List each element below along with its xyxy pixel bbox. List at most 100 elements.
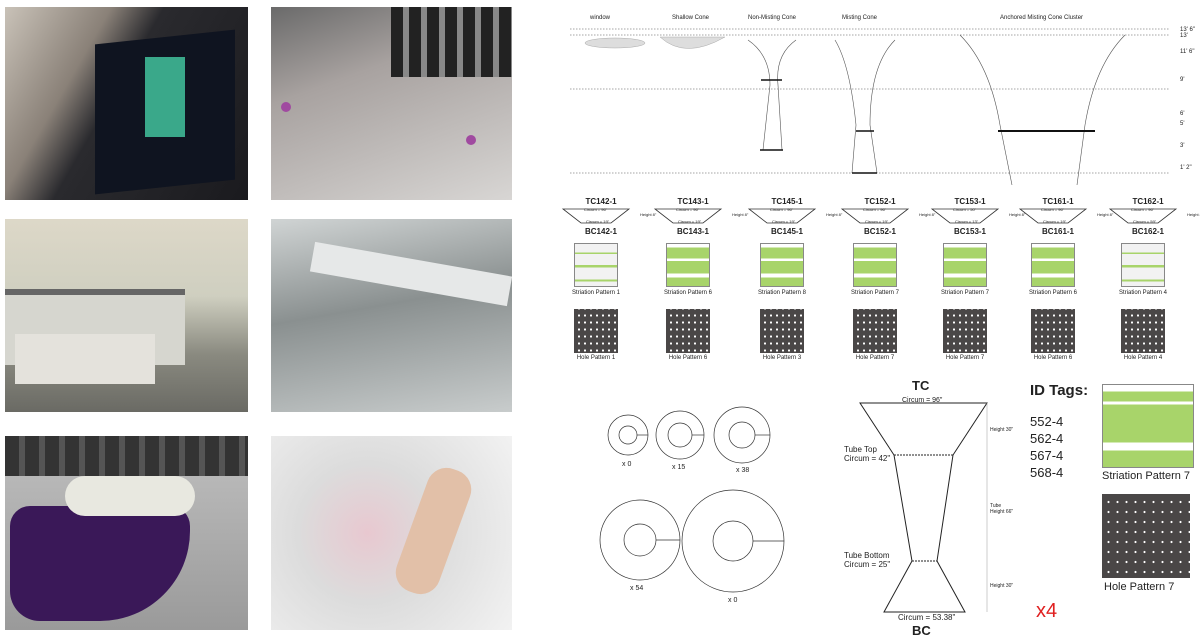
level-label: 1' 2" (1180, 165, 1192, 171)
level-label: 13' (1180, 33, 1188, 39)
bc-id: BC161-1 (1041, 227, 1074, 236)
bottom-circum: Circum = 19" (1043, 219, 1067, 224)
bottom-circum: Circum = 19" (678, 219, 702, 224)
top-circum: Circum = 96" (1041, 207, 1065, 212)
hole-swatch (760, 309, 804, 353)
bottom-circum: Circum = 19" (865, 219, 889, 224)
elevation-title: Shallow Cone (672, 15, 710, 21)
unit-card: TC152-1 Circum = 96" Height 8" Circum = … (840, 197, 935, 361)
cone-profile (840, 208, 910, 224)
unit-card: TC153-1 Circum = 50" Height 8" Circum = … (930, 197, 1025, 361)
ring-count: x 15 (672, 464, 686, 471)
height: Height 8" (919, 212, 936, 217)
tube-top: Tube Top (844, 445, 877, 454)
striation-swatch (760, 243, 804, 287)
tc-id: TC161-1 (1042, 197, 1074, 206)
striation-swatch (574, 243, 618, 287)
tc-id: TC152-1 (864, 197, 896, 206)
level-label: 11' 6" (1180, 49, 1195, 55)
striation-label: Striation Pattern 7 (850, 290, 900, 296)
striation-swatch (853, 243, 897, 287)
tc-id: TC143-1 (677, 197, 709, 206)
cone-profile (747, 208, 817, 224)
hole-swatch (574, 309, 618, 353)
ring-count: x 38 (736, 467, 750, 474)
cone-profile (561, 208, 631, 224)
level-label: 13' 6" (1180, 27, 1195, 33)
bc-id: BC142-1 (584, 227, 617, 236)
ring-count: x 54 (630, 585, 644, 592)
striation-swatch (1031, 243, 1075, 287)
hole-label: Hole Pattern 6 (1033, 355, 1073, 361)
height: Height 8" (1009, 212, 1026, 217)
striation-swatch (666, 243, 710, 287)
photo-knitting-machine-room (5, 219, 248, 412)
id-tag: 562-4 (1030, 431, 1064, 446)
bc-id: BC143-1 (676, 227, 709, 236)
id-tag: 568-4 (1030, 465, 1064, 480)
bottom-circum: Circum = 59" (1133, 219, 1157, 224)
unit-card: TC161-1 Circum = 96" Height 8" Circum = … (1018, 197, 1113, 361)
top-circum: Circum = 96" (676, 207, 700, 212)
hole-label: Hole Pattern 4 (1123, 355, 1163, 361)
bc-id: BC162-1 (1131, 227, 1164, 236)
bc-label: BC (912, 623, 931, 638)
top-circum: Circum = 96" (770, 207, 794, 212)
rings-svg (599, 406, 785, 593)
tc-id: TC142-1 (585, 197, 617, 206)
hole-swatch (943, 309, 987, 353)
height: Height 8" (1187, 212, 1200, 217)
id-tags-title: ID Tags: (1030, 382, 1089, 399)
tc-id: TC145-1 (771, 197, 803, 206)
photo-purple-knit-output (5, 436, 248, 630)
multiplier: x4 (1036, 600, 1058, 622)
unit-card: TC145-1 Circum = 96" Height 8" Circum = … (747, 197, 842, 361)
elevation-lines (570, 28, 1170, 185)
hole-label: Hole Pattern 1 (576, 355, 616, 361)
striation-label: Striation Pattern 6 (1028, 290, 1078, 296)
top-circum: Circum = 96" (902, 397, 943, 404)
elevation-title: window (590, 15, 611, 21)
hole-swatch (853, 309, 897, 353)
tc-id: TC153-1 (954, 197, 986, 206)
height: Height 8" (826, 212, 843, 217)
top-circum: Circum = 50" (953, 207, 977, 212)
hole-swatch (1121, 309, 1165, 353)
photo-yarn-tensioners (271, 7, 512, 200)
height: Height 8" (1097, 212, 1114, 217)
striation-label: Striation Pattern 1 (571, 290, 621, 296)
elevation-title: Non-Misting Cone (748, 15, 797, 21)
tc-id: TC162-1 (1132, 197, 1164, 206)
level-label: 5' (1180, 121, 1185, 127)
id-tag: 567-4 (1030, 448, 1064, 463)
tc-label: TC (912, 378, 930, 393)
height-top: Height 30" (990, 427, 1014, 433)
hole-label: Hole Pattern 7 (945, 355, 985, 361)
bottom-circum: Circum = 19" (586, 219, 610, 224)
hole-pattern-large (1102, 494, 1190, 578)
top-circum: Circum = 96" (863, 207, 887, 212)
tube-bottom-circum: Circum = 25" (844, 560, 891, 569)
bottom-circum: Circum = 13" (955, 219, 979, 224)
striation-label: Striation Pattern 8 (757, 290, 807, 296)
bc-id: BC152-1 (863, 227, 896, 236)
photo-white-lace-knit (271, 436, 512, 630)
hole-label: Hole Pattern 6 (668, 355, 708, 361)
cone-profile (930, 208, 1000, 224)
unit-card: TC142-1 Circum = 96" Height 8" Circum = … (561, 197, 656, 361)
striation-label: Striation Pattern 4 (1118, 290, 1168, 296)
bottom-circum: Circum = 53.38" (898, 613, 956, 622)
ring-count: x 0 (622, 461, 632, 468)
hole-label: Hole Pattern 3 (762, 355, 802, 361)
hole-label: Hole Pattern 7 (855, 355, 895, 361)
hole-swatch (666, 309, 710, 353)
height-bottom: Height 30" (990, 583, 1014, 589)
striation-pattern-large (1102, 384, 1194, 468)
ring-count: x 0 (728, 597, 738, 604)
hole-swatch (1031, 309, 1075, 353)
photo-designer-at-computer (5, 7, 248, 200)
height: Height 8" (640, 212, 657, 217)
